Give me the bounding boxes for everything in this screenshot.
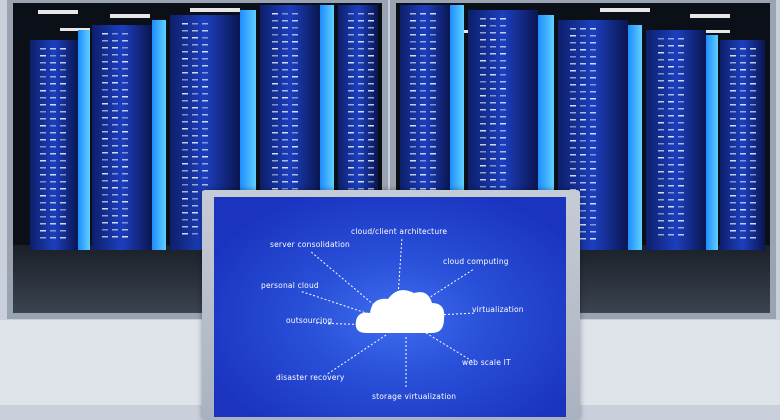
label-disaster-recovery: disaster recovery xyxy=(276,373,345,382)
label-web-scale-it: web scale IT xyxy=(462,358,511,367)
monitor-screen: cloud/client architecture server consoli… xyxy=(214,197,566,417)
label-storage-virtualization: storage virtualization xyxy=(372,392,457,401)
cloud-diagram xyxy=(299,236,477,389)
label-cloud-client-architecture: cloud/client architecture xyxy=(351,227,448,236)
label-server-consolidation: server consolidation xyxy=(270,240,350,249)
label-virtualization: virtualization xyxy=(472,305,524,314)
label-personal-cloud: personal cloud xyxy=(261,281,319,290)
label-outsourcing: outsourcing xyxy=(286,316,333,325)
label-cloud-computing: cloud computing xyxy=(443,257,509,266)
cloud-icon xyxy=(355,290,445,333)
